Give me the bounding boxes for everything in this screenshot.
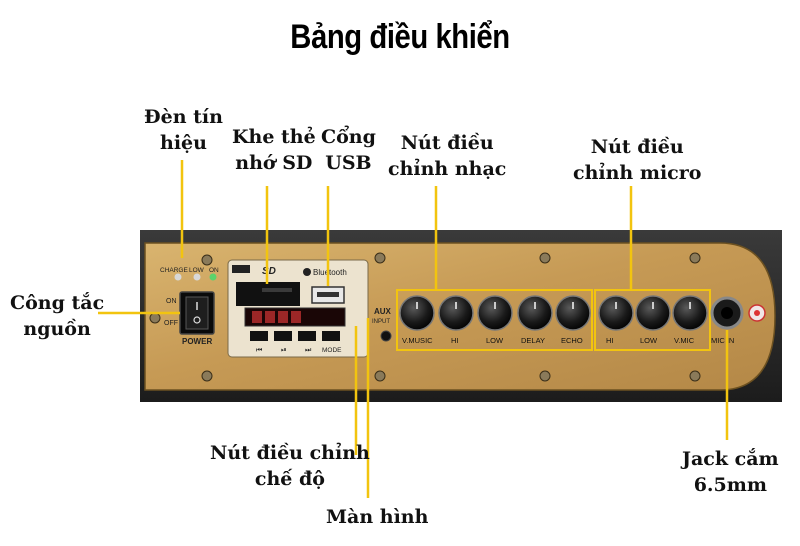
prev-icon: ⏮ bbox=[256, 346, 262, 354]
knob-label-echo: ECHO bbox=[561, 336, 583, 345]
mode-button bbox=[250, 331, 268, 341]
mic-knob-label-low: LOW bbox=[640, 336, 658, 345]
aux-jack bbox=[380, 330, 392, 342]
mic-knob-label-vmic: V.MIC bbox=[674, 336, 695, 345]
led-label-on: ON bbox=[209, 267, 219, 274]
mic-knob-label-hi: HI bbox=[606, 336, 614, 345]
screw-icon bbox=[689, 252, 701, 264]
label-mic-knobs: Nút điều chỉnh micro bbox=[573, 136, 702, 184]
leader-lines bbox=[98, 160, 729, 498]
screw-icon bbox=[374, 252, 386, 264]
knob-label-vmusic: V.MUSIC bbox=[402, 336, 433, 345]
mode-button bbox=[322, 331, 340, 341]
led-label-charge: CHARGE bbox=[160, 267, 188, 274]
label-signal-light: Đèn tín hiệu bbox=[144, 106, 223, 154]
bluetooth-label: Bluetooth bbox=[313, 268, 347, 277]
screw-icon bbox=[201, 370, 213, 382]
knob-label-delay: DELAY bbox=[521, 336, 545, 345]
knob-low bbox=[477, 295, 513, 331]
mic-in-label: MIC IN bbox=[711, 336, 734, 345]
knob-mic-low bbox=[635, 295, 671, 331]
music-knobs bbox=[399, 295, 591, 331]
knob-hi bbox=[438, 295, 474, 331]
switch-off-label: OFF bbox=[164, 320, 178, 327]
screw-icon bbox=[374, 370, 386, 382]
play-pause-icon: ⏯ bbox=[281, 346, 287, 354]
knob-vmusic bbox=[399, 295, 435, 331]
label-sd-slot: Khe thẻ nhớ SD bbox=[232, 126, 316, 174]
knob-mic-hi bbox=[598, 295, 634, 331]
aux-label: AUX bbox=[374, 307, 392, 316]
screw-icon bbox=[149, 312, 161, 324]
bluetooth-icon bbox=[303, 268, 311, 276]
page-title: Bảng điều khiển bbox=[290, 18, 510, 56]
mode-button bbox=[274, 331, 292, 341]
label-power-switch: Công tắc nguồn bbox=[10, 292, 105, 340]
screw-icon bbox=[539, 370, 551, 382]
led-low-icon bbox=[193, 273, 201, 281]
mic-knob-group bbox=[594, 289, 711, 351]
power-switch-rocker bbox=[185, 296, 209, 330]
status-leds bbox=[174, 273, 217, 281]
knob-vmic bbox=[672, 295, 708, 331]
next-icon: ⏭ bbox=[305, 346, 312, 354]
input-label: INPUT bbox=[372, 319, 390, 325]
knob-label-low: LOW bbox=[486, 336, 504, 345]
screw-icon bbox=[689, 370, 701, 382]
label-music-knobs: Nút điều chỉnh nhạc bbox=[388, 132, 507, 180]
led-charge-icon bbox=[174, 273, 182, 281]
switch-on-label: ON bbox=[166, 298, 177, 305]
screw-icon bbox=[201, 254, 213, 266]
music-knob-group bbox=[396, 289, 593, 351]
label-usb-port: Cổng USB bbox=[321, 126, 376, 174]
screw-icon bbox=[539, 252, 551, 264]
power-label: POWER bbox=[182, 337, 212, 346]
knob-delay bbox=[517, 295, 553, 331]
mic-knobs bbox=[598, 295, 708, 331]
mode-button bbox=[298, 331, 316, 341]
mode-label: MODE bbox=[322, 347, 342, 354]
knob-label-hi: HI bbox=[451, 336, 459, 345]
sd-card-slot bbox=[236, 282, 300, 306]
knob-echo bbox=[555, 295, 591, 331]
led-on-icon bbox=[209, 273, 217, 281]
label-screen: Màn hình bbox=[326, 506, 429, 528]
led-label-low: LOW bbox=[189, 267, 205, 274]
label-jack: Jack cắm 6.5mm bbox=[682, 448, 779, 496]
sd-logo: SD bbox=[262, 266, 276, 277]
label-mode-buttons: Nút điều chỉnh chế độ bbox=[210, 442, 370, 490]
mode-buttons bbox=[250, 331, 340, 341]
